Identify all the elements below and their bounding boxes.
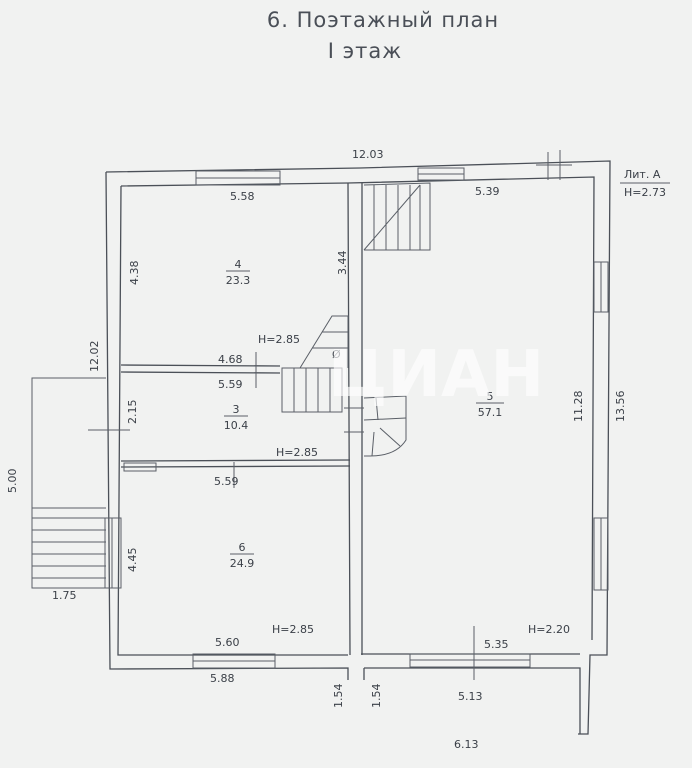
stair-upper <box>363 182 431 251</box>
room-6: 6 24.9 <box>230 541 255 570</box>
plan-title: 6. Поэтажный план <box>267 8 499 32</box>
room-4: 4 23.3 <box>226 258 251 287</box>
height-room-6: H=2.85 <box>272 623 314 636</box>
lit-label: Лит. А <box>624 168 661 181</box>
dim-r6-bottom: 5.60 <box>215 636 240 649</box>
dim-r5-bottom: 5.35 <box>484 638 509 651</box>
room-number: 4 <box>235 258 242 271</box>
room-3: 3 10.4 <box>224 403 249 432</box>
watermark-logo: ЦИАН <box>328 338 544 412</box>
lit-height: H=2.73 <box>624 186 666 199</box>
dim-r3-top-a: 4.68 <box>218 353 243 366</box>
room-area: 10.4 <box>224 419 249 432</box>
stair-middle <box>281 315 407 457</box>
room-area: 24.9 <box>230 557 255 570</box>
dim-ext-bottom: 5.13 <box>458 690 483 703</box>
door-marks <box>88 150 572 680</box>
dimension-labels: 12.03 5.58 5.39 4.38 3.44 12.02 4.68 5.5… <box>6 148 627 751</box>
dim-r3-top-b: 5.59 <box>218 378 243 391</box>
dim-r4-right: 3.44 <box>336 251 349 276</box>
outer-walls <box>105 160 611 735</box>
room-number: 3 <box>233 403 240 416</box>
floor-title: I этаж <box>328 39 402 63</box>
height-mid: H=2.85 <box>276 446 318 459</box>
chimney-symbol: Ø <box>332 348 341 361</box>
dim-stair-width: 1.75 <box>52 589 77 602</box>
dim-pass-b: 1.54 <box>370 684 383 709</box>
room-5: 5 57.1 <box>476 390 504 419</box>
dim-r3-side: 2.15 <box>126 400 139 425</box>
dim-stair-len: 5.00 <box>6 469 19 494</box>
height-upper: H=2.85 <box>258 333 300 346</box>
room-number: 5 <box>487 390 494 403</box>
dim-right-inner: 11.28 <box>572 391 585 423</box>
dim-ext-total: 6.13 <box>454 738 479 751</box>
room-area: 23.3 <box>226 274 251 287</box>
dim-right-total: 13.56 <box>614 391 627 423</box>
external-porch <box>31 377 106 589</box>
room-number: 6 <box>239 541 246 554</box>
dim-outer-bottom-left: 5.88 <box>210 672 235 685</box>
dim-r6-side: 4.45 <box>126 548 139 573</box>
windows <box>104 167 609 669</box>
dim-pass-a: 1.54 <box>332 684 345 709</box>
dim-left-total: 12.02 <box>88 341 101 373</box>
height-room-5: H=2.20 <box>528 623 570 636</box>
dim-r5-top: 5.39 <box>475 185 500 198</box>
room-area: 57.1 <box>478 406 503 419</box>
dim-r4-top: 5.58 <box>230 190 255 203</box>
dim-top-total: 12.03 <box>352 148 384 161</box>
dim-r4-side: 4.38 <box>128 261 141 286</box>
dim-r3-bottom: 5.59 <box>214 475 239 488</box>
